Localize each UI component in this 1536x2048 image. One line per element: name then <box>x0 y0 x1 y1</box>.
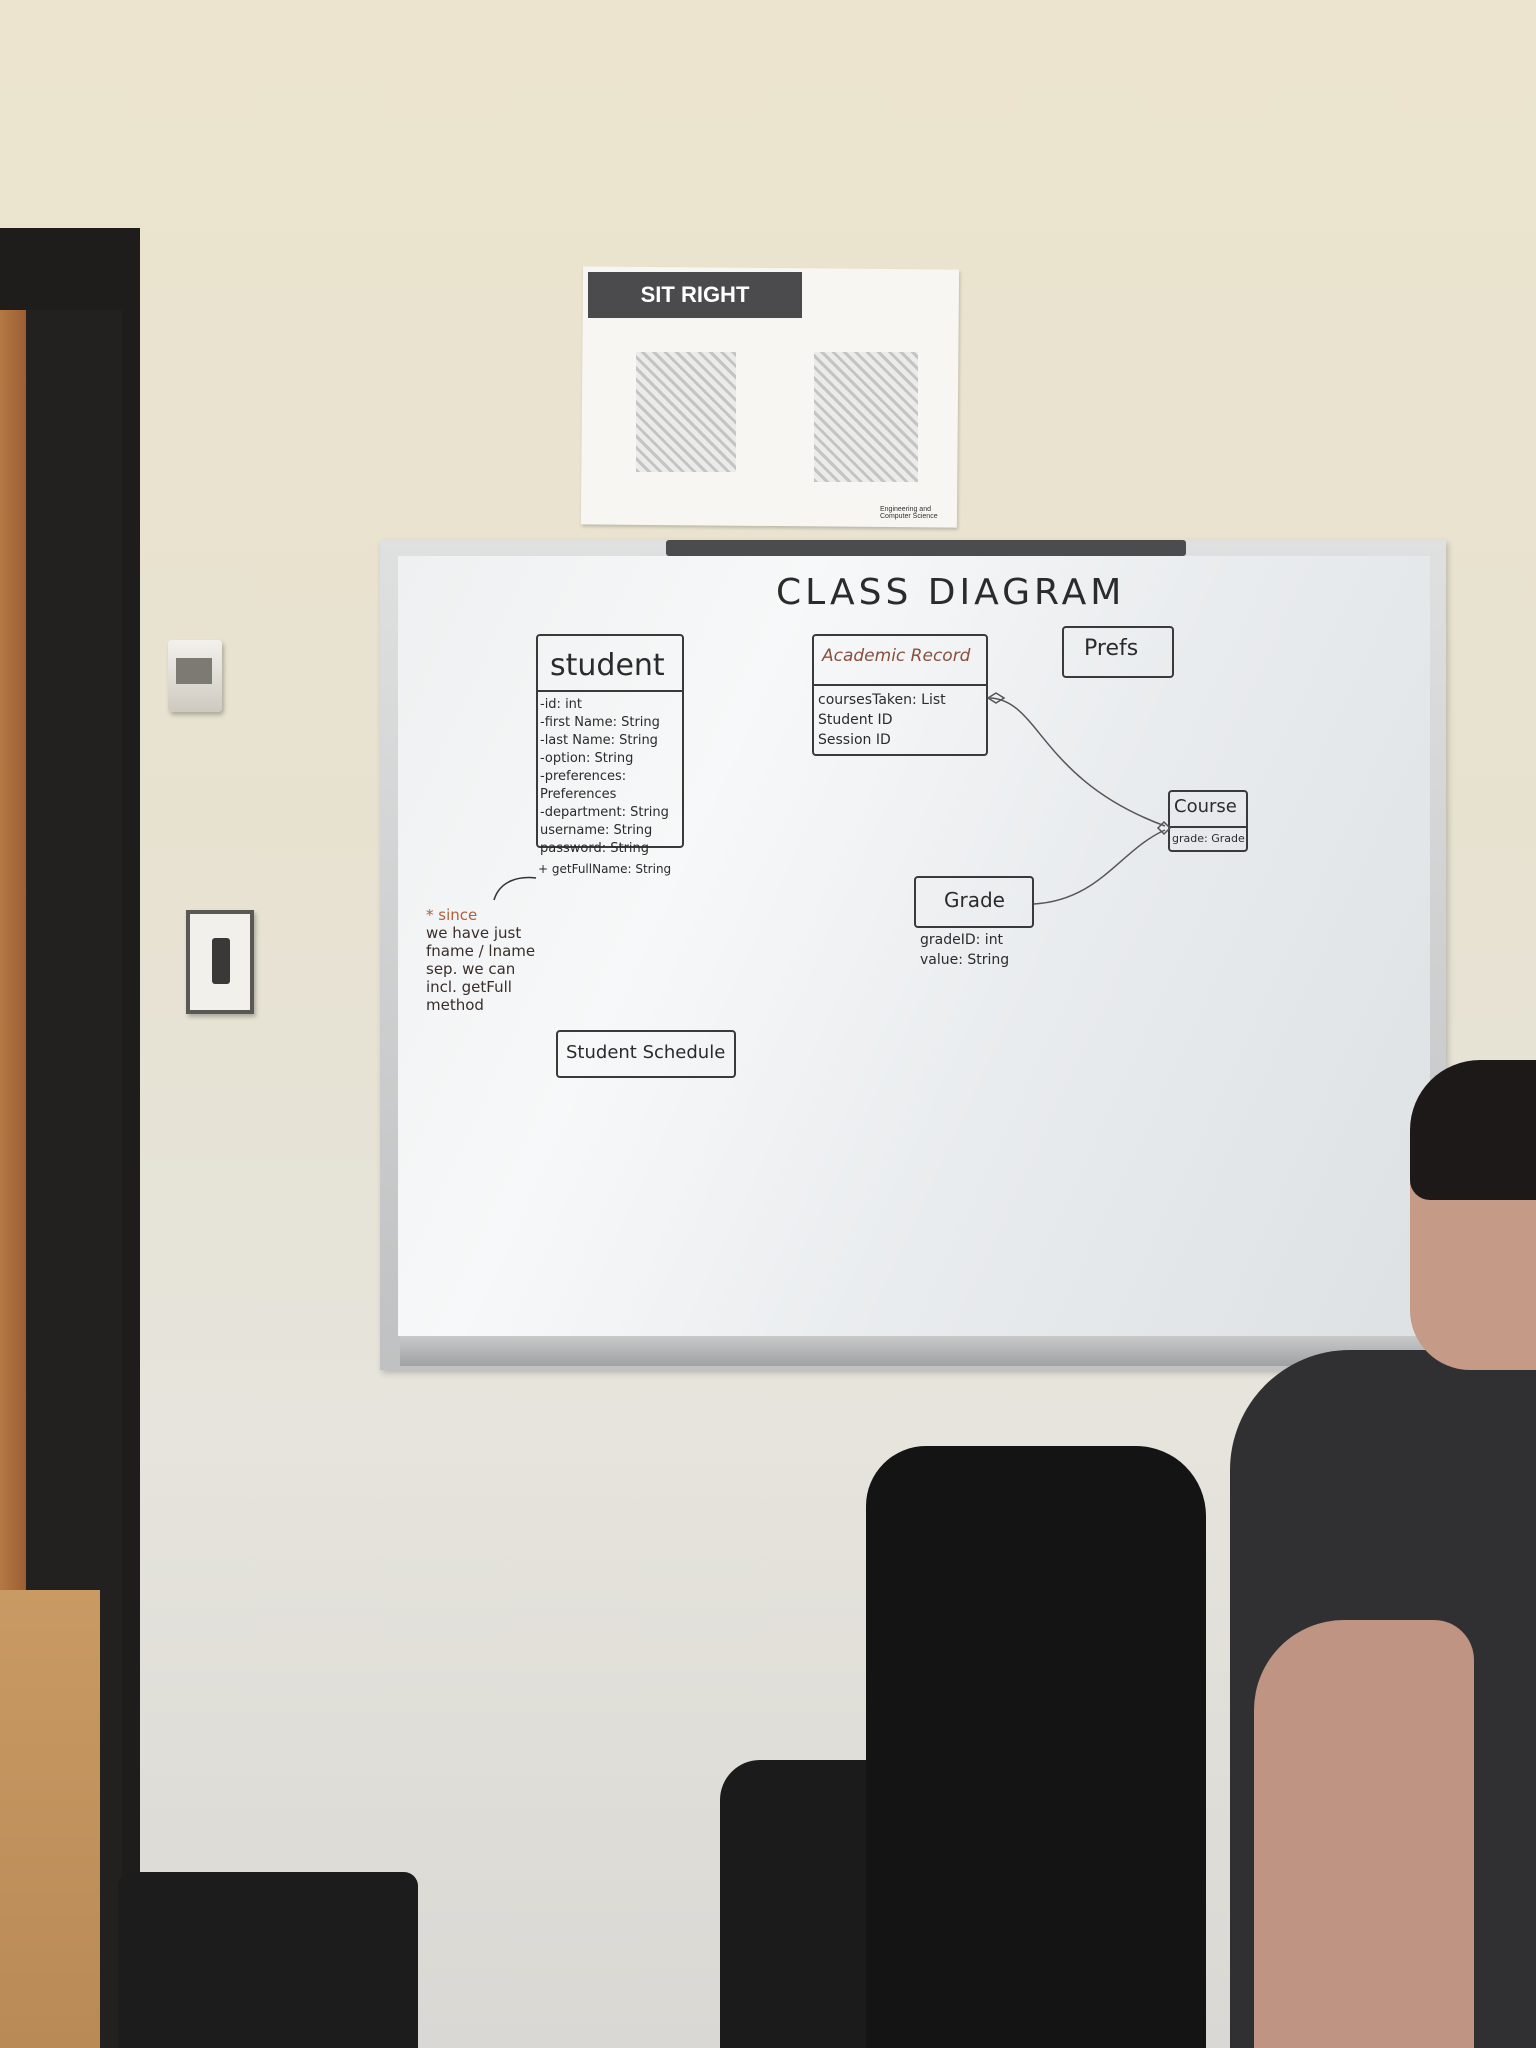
academic-record-class-name: Academic Record <box>822 646 971 666</box>
student-attribute: username: String <box>540 823 653 838</box>
note-line: sep. we can <box>426 960 516 978</box>
note-line: * since <box>426 906 478 924</box>
student-attribute: -last Name: String <box>540 733 658 748</box>
light-switch-toggle <box>212 938 230 984</box>
grade-attribute: value: String <box>920 952 1010 968</box>
note-line: we have just <box>426 924 522 942</box>
aggregation-diamond-icon <box>1156 820 1172 836</box>
person-arm <box>1254 1620 1474 2048</box>
academic-record-attributes: coursesTaken: List Student ID Session ID <box>818 690 946 750</box>
trash-bin <box>118 1872 418 2048</box>
poster-figure-left <box>636 352 736 472</box>
record-course-association <box>989 697 1166 827</box>
prefs-class-box <box>1062 626 1174 678</box>
aggregation-diamond-icon <box>986 692 1006 704</box>
handwritten-note: * since we have just fname / lname sep. … <box>426 906 535 1014</box>
poster-logo: Engineering and Computer Science <box>880 506 938 520</box>
poster-figure-right <box>814 352 918 482</box>
student-schedule-class-name: Student Schedule <box>566 1042 726 1063</box>
academic-record-divider <box>812 684 988 686</box>
student-class-name: student <box>550 648 665 683</box>
student-attribute: -first Name: String <box>540 715 660 730</box>
student-attribute: -preferences: Preferences <box>540 769 627 802</box>
note-line: method <box>426 996 484 1014</box>
student-attribute: -id: int <box>540 697 583 712</box>
note-line: fname / lname <box>426 942 536 960</box>
student-schedule-class-box <box>556 1030 736 1078</box>
note-line: incl. getFull <box>426 978 512 996</box>
student-class-box <box>536 634 684 848</box>
course-class-divider <box>1168 826 1248 828</box>
whiteboard-clip-rail <box>666 540 1186 556</box>
academic-record-attribute: coursesTaken: List <box>818 692 946 708</box>
course-attribute: grade: Grade <box>1172 832 1245 845</box>
grade-class-name: Grade <box>944 888 1005 912</box>
poster-title-bar <box>588 272 802 318</box>
student-attribute: -option: String <box>540 751 634 766</box>
note-pointer-line <box>493 876 537 901</box>
whiteboard <box>398 556 1430 1336</box>
grade-attribute: gradeID: int <box>920 932 1004 948</box>
grade-class-box <box>914 876 1034 928</box>
student-class-divider <box>536 690 684 692</box>
backpack <box>866 1446 1206 2048</box>
student-attribute: password: String <box>540 841 650 856</box>
prefs-class-name: Prefs <box>1084 636 1139 661</box>
marker-tray <box>400 1336 1424 1366</box>
door <box>0 310 26 1590</box>
grade-course-association <box>1033 829 1166 905</box>
course-class-name: Course <box>1174 796 1237 817</box>
course-class-box <box>1168 790 1248 852</box>
academic-record-class-box <box>812 634 988 756</box>
academic-record-attribute: Session ID <box>818 732 891 748</box>
grade-attributes: gradeID: int value: String <box>920 930 1009 970</box>
diagram-heading: CLASS DIAGRAM <box>776 572 1126 613</box>
poster-title: SIT RIGHT <box>640 282 750 307</box>
person-hair <box>1410 1060 1536 1200</box>
thermostat-display <box>176 658 212 684</box>
academic-record-attribute: Student ID <box>818 712 893 728</box>
student-method: + getFullName: String <box>538 862 672 876</box>
floor <box>0 1590 100 2048</box>
student-attribute: -department: String <box>540 805 669 820</box>
student-attributes: -id: int -first Name: String -last Name:… <box>540 696 700 858</box>
